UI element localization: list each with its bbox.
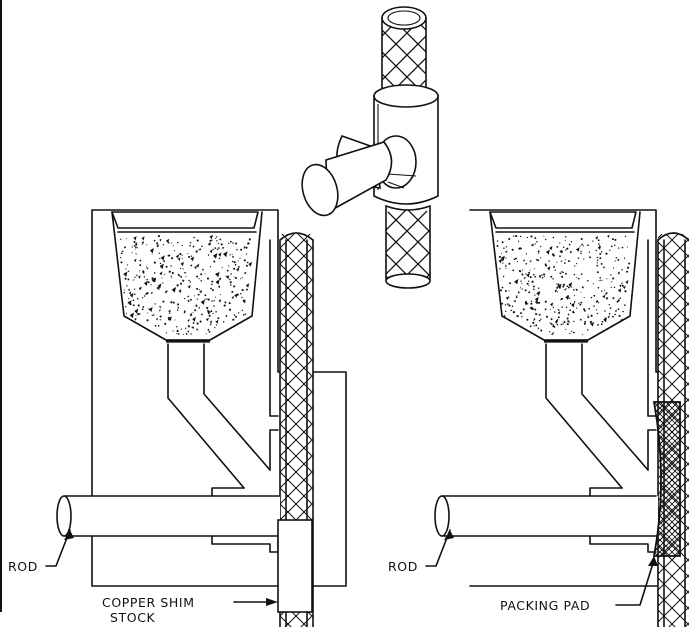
copper-shim-label-line2: STOCK (110, 610, 156, 625)
left-crucible (111, 211, 263, 343)
left-housing (91, 209, 347, 587)
copper-shim-label: COPPER SHIM (102, 595, 195, 610)
rod-label-left: ROD (8, 559, 38, 574)
rod-arrow-right (444, 530, 454, 540)
lower-knurled-grip (385, 205, 431, 289)
right-tap-hole (545, 343, 649, 489)
shim-arrow (266, 598, 278, 606)
right-mold-walls (589, 239, 657, 553)
packing-pad-arrow (648, 556, 658, 566)
packing-pad-label: PACKING PAD (500, 598, 590, 613)
left-assembly: ROD COPPER SHIM STOCK (8, 209, 347, 627)
right-assembly: ROD PACKING PAD (388, 209, 689, 627)
left-horizontal-rod (56, 495, 281, 537)
right-powder-charge (496, 234, 631, 336)
right-horizontal-rod (434, 495, 658, 537)
upper-knurled-grip (381, 6, 427, 97)
side-arm (301, 135, 417, 217)
left-tap-hole (167, 343, 271, 489)
knurled-tool (301, 6, 439, 289)
rod-label-right: ROD (388, 559, 418, 574)
right-crucible (489, 211, 641, 343)
packing-pad-leader (615, 559, 655, 606)
rod-arrow-left (64, 530, 74, 540)
rod-leader-left (45, 529, 71, 567)
rod-leader-right (425, 529, 451, 567)
left-powder-charge (120, 234, 252, 335)
copper-shim-stock (277, 519, 313, 613)
